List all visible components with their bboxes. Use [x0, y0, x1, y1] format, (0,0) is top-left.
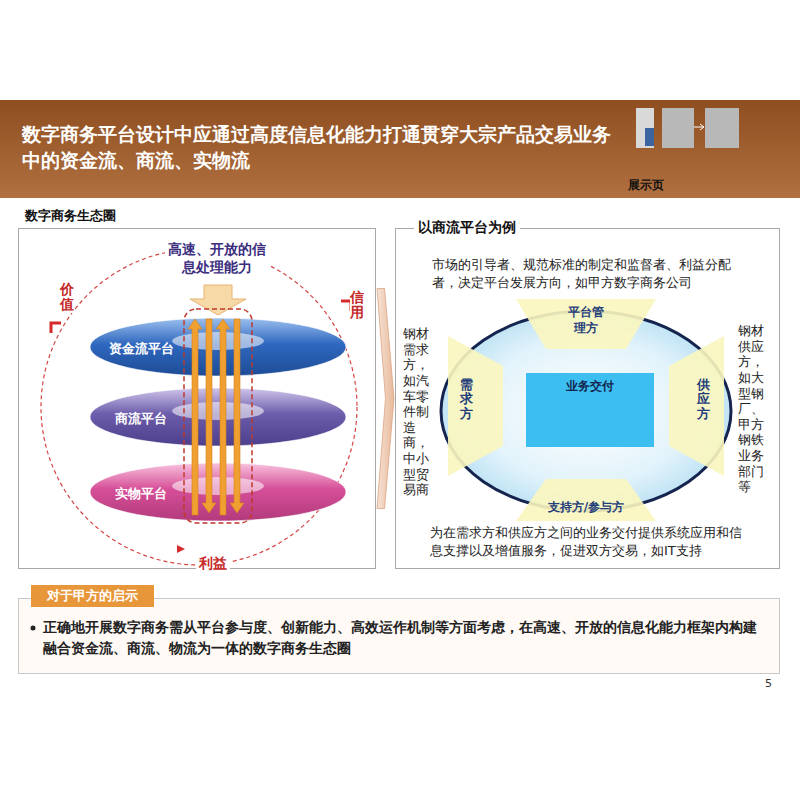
flow-chevron — [377, 289, 394, 509]
role-trapezoid: 供应方 — [669, 336, 724, 476]
node-text: 商流平台 — [115, 410, 167, 428]
trapezoid — [669, 336, 724, 476]
thumb-block — [705, 108, 739, 148]
node-text: 数字商务生态圈 — [25, 207, 116, 225]
capability-text: 高速、开放的信息处理能力 — [165, 240, 269, 276]
platform-disc: 实物平台 — [89, 461, 347, 523]
flow-arrow — [188, 319, 202, 515]
delivery-box: 业务交付 — [526, 373, 654, 447]
disc-hole — [172, 332, 264, 350]
insight-box: 对于甲方的启示正确地开展数字商务需从平台参与度、创新能力、高效运作机制等方面考虑… — [18, 598, 780, 674]
platform-disc: 商流平台 — [89, 386, 347, 448]
header-bar: 数字商务平台设计中应通过高度信息化能力打通贯穿大宗产品交易业务中的资金流、商流、… — [0, 100, 800, 198]
circle-label: 价值 — [60, 282, 74, 313]
role-note: 钢材供应方，如大型钢厂、甲方钢铁业务部门等 — [738, 323, 764, 495]
disc-ring — [90, 388, 346, 446]
circle-arrow — [177, 545, 185, 553]
trapezoid — [516, 479, 656, 521]
thumb-block — [662, 108, 694, 148]
role-trapezoid: 支持方/参与方 — [516, 479, 656, 521]
flow-arrow — [202, 319, 216, 513]
role-note: 钢材需求方，如汽车零件制造商，中小型贸易商 — [403, 326, 429, 498]
disc-ring — [90, 463, 346, 521]
delivery-rect — [526, 373, 654, 447]
role-note: 市场的引导者、规范标准的制定和监督者、利益分配者，决定平台发展方向，如甲方数字商… — [432, 256, 737, 292]
node-text: 供应方 — [697, 378, 710, 421]
input-arrow — [190, 285, 246, 315]
ecosystem-panel: 数字商务生态圈资金流平台商流平台实物平台 — [18, 228, 376, 569]
box-heading: 对于甲方的启示 — [31, 585, 154, 607]
page-title: 数字商务平台设计中应通过高度信息化能力打通贯穿大宗产品交易业务中的资金流、商流、… — [22, 122, 617, 173]
platform-disc: 资金流平台 — [89, 316, 347, 378]
node-text: 以商流平台为例 — [414, 219, 520, 237]
flow-arrows — [19, 229, 377, 570]
thumb-block — [645, 128, 654, 146]
corner-mark — [51, 323, 61, 333]
node-text: 实物平台 — [115, 485, 167, 503]
page-number: 5 — [765, 677, 772, 690]
role-trapezoid: 平台管理方 — [516, 299, 656, 349]
flow-bracket — [184, 309, 252, 523]
header-fill — [0, 100, 800, 198]
disc-hole — [172, 402, 264, 420]
node-text: 正确地开展数字商务需从平台参与度、创新能力、高效运作机制等方面考虑，在高速、开放… — [43, 617, 767, 659]
circle-label: 信用 — [350, 290, 364, 321]
node-text: 资金流平台 — [109, 340, 174, 358]
shape-outline — [669, 336, 724, 476]
node-text: 支持方/参与方 — [516, 499, 656, 516]
bullet-dot — [31, 626, 36, 631]
value-circle — [41, 249, 357, 565]
trapezoid — [448, 336, 503, 476]
role-trapezoid: 需求方 — [448, 336, 503, 476]
page-tag: 展示页 — [628, 177, 664, 194]
shape-outline — [448, 336, 503, 476]
node-text: 业务交付 — [526, 378, 654, 395]
thumb-arrow — [694, 124, 704, 130]
node-text: 需求方 — [460, 378, 473, 421]
circle-label: 利益 — [196, 555, 230, 573]
disc-hole — [172, 477, 264, 495]
trapezoid — [516, 299, 656, 349]
flow-arrow — [216, 319, 230, 515]
thumb-block — [636, 108, 654, 148]
node-text: 平台管理方 — [566, 305, 606, 336]
flow-arrow — [230, 319, 244, 513]
role-note: 为在需求方和供应方之间的业务交付提供系统应用和信息支撑以及增值服务，促进双方交易… — [430, 524, 750, 559]
